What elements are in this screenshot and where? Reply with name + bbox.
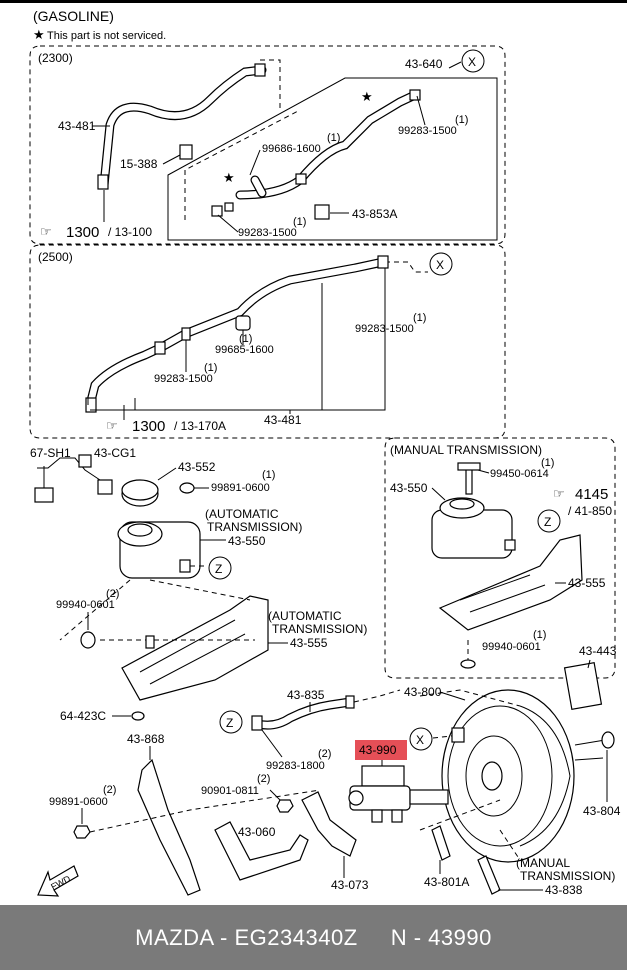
callout-x-3-label: X: [416, 733, 424, 747]
fwd-arrow-icon: [37, 865, 79, 897]
header-title: (GASOLINE): [33, 8, 114, 24]
label-99940-0601-b: 99940-0601: [482, 641, 541, 653]
manual-transmission-label: (MANUAL TRANSMISSION): [390, 443, 542, 457]
label-43-868: 43-868: [127, 732, 165, 746]
ref-13-170a[interactable]: / 13-170A: [174, 419, 226, 433]
label-99940-0601-a: 99940-0601: [56, 599, 115, 611]
label-99283-1500-c: 99283-1500: [355, 323, 414, 335]
label-99283-1500-qty-b: (1): [293, 216, 306, 228]
callout-z-3: [219, 710, 243, 734]
star-icon-2: ★: [361, 89, 373, 104]
footer-bar: MAZDA - EG234340Z N - 43990: [0, 905, 627, 970]
label-43-550-b: 43-550: [390, 481, 428, 495]
label-99283-1500-b: 99283-1500: [238, 227, 297, 239]
label-99450-0614-qty: (1): [541, 457, 554, 469]
label-99940-0601-qty-b: (1): [533, 629, 546, 641]
label-99685-1600: 99685-1600: [215, 344, 274, 356]
section-2300-box: [29, 45, 506, 245]
section-2500-box: [29, 244, 506, 439]
star-icon-3: ★: [223, 170, 235, 185]
callout-x-1: [461, 49, 485, 73]
label-43-838: 43-838: [545, 883, 583, 897]
label-43-835: 43-835: [287, 688, 325, 702]
label-manual-2b: TRANSMISSION): [520, 869, 615, 883]
callout-z-2: [208, 556, 232, 580]
hand-icon-1: ☞: [40, 224, 52, 239]
parts-diagram: (GASOLINE) ★ This part is not serviced. …: [0, 0, 627, 897]
ref-1300-b[interactable]: 1300: [132, 418, 165, 435]
footer-number: N - 43990: [390, 924, 492, 950]
label-99283-1500-a: 99283-1500: [398, 125, 457, 137]
label-43-552: 43-552: [178, 460, 216, 474]
label-43-cg1: 43-CG1: [94, 446, 136, 460]
footer-brand: MAZDA - EG234340Z: [135, 924, 358, 950]
ref-4145[interactable]: 4145: [575, 486, 608, 503]
label-99686-1600-qty: (1): [327, 132, 340, 144]
star-icon: ★: [33, 27, 45, 42]
label-99283-1800: 99283-1800: [266, 760, 325, 772]
label-15-388: 15-388: [120, 157, 158, 171]
callout-z-3-label: Z: [226, 716, 233, 730]
highlight-43-990: [355, 740, 407, 760]
manual-transmission-box: [384, 437, 616, 679]
label-43-853a: 43-853A: [352, 207, 397, 221]
label-64-423c: 64-423C: [60, 709, 106, 723]
label-67-sh1: 67-SH1: [30, 446, 71, 460]
hand-icon-3: ☞: [553, 486, 565, 501]
label-43-801a: 43-801A: [424, 875, 469, 889]
label-automatic-2a: (AUTOMATIC: [268, 609, 342, 623]
label-43-555-a: 43-555: [290, 636, 328, 650]
label-99891-0600-qty-a: (1): [262, 469, 275, 481]
callout-x-2-label: X: [436, 258, 444, 272]
label-90901-0811: 90901-0811: [201, 785, 259, 797]
hand-icon-2: ☞: [106, 418, 118, 433]
label-automatic-2b: TRANSMISSION): [272, 622, 367, 636]
label-43-550-a: 43-550: [228, 534, 266, 548]
label-43-990[interactable]: 43-990: [359, 743, 397, 757]
label-automatic-1b: TRANSMISSION): [207, 520, 302, 534]
label-43-640: 43-640: [405, 57, 443, 71]
label-99891-0600-qty-b: (2): [103, 784, 116, 796]
ref-1300-a[interactable]: 1300: [66, 224, 99, 241]
label-99283-1500-qty-c: (1): [413, 312, 426, 324]
ref-41-850[interactable]: / 41-850: [568, 504, 612, 518]
label-manual-2a: (MANUAL: [516, 856, 570, 870]
label-99940-0601-qty-a: (2): [106, 588, 119, 600]
label-automatic-1a: (AUTOMATIC: [205, 507, 279, 521]
label-43-481-a: 43-481: [58, 119, 96, 133]
label-43-481-b: 43-481: [264, 413, 302, 427]
label-43-443: 43-443: [579, 644, 617, 658]
label-99283-1500-d: 99283-1500: [154, 373, 213, 385]
header-note: This part is not serviced.: [47, 30, 166, 42]
footer-spacer: [358, 925, 391, 951]
label-99891-0600-a: 99891-0600: [211, 482, 270, 494]
label-99686-1600: 99686-1600: [262, 143, 321, 155]
section-2500-label: (2500): [38, 250, 73, 264]
callout-z-1: [537, 509, 561, 533]
callout-x-1-label: X: [468, 55, 476, 69]
label-90901-0811-qty: (2): [257, 773, 270, 785]
callout-x-2: [429, 252, 453, 276]
label-43-555-b: 43-555: [568, 576, 606, 590]
label-99450-0614: 99450-0614: [490, 468, 549, 480]
label-99283-1800-qty: (2): [318, 748, 331, 760]
ref-13-100[interactable]: / 13-100: [108, 225, 152, 239]
section-2300-label: (2300): [38, 51, 73, 65]
callout-z-2-label: Z: [215, 562, 222, 576]
label-43-800: 43-800: [404, 685, 442, 699]
label-99685-1600-qty: (1): [239, 333, 252, 345]
label-43-060: 43-060: [238, 825, 276, 839]
callout-x-3: [409, 727, 433, 751]
label-99891-0600-b: 99891-0600: [49, 796, 108, 808]
label-99283-1500-qty-a: (1): [455, 114, 468, 126]
label-43-073: 43-073: [331, 878, 369, 892]
label-43-804: 43-804: [583, 804, 621, 818]
label-99283-1500-qty-d: (1): [204, 362, 217, 374]
callout-z-1-label: Z: [544, 515, 551, 529]
